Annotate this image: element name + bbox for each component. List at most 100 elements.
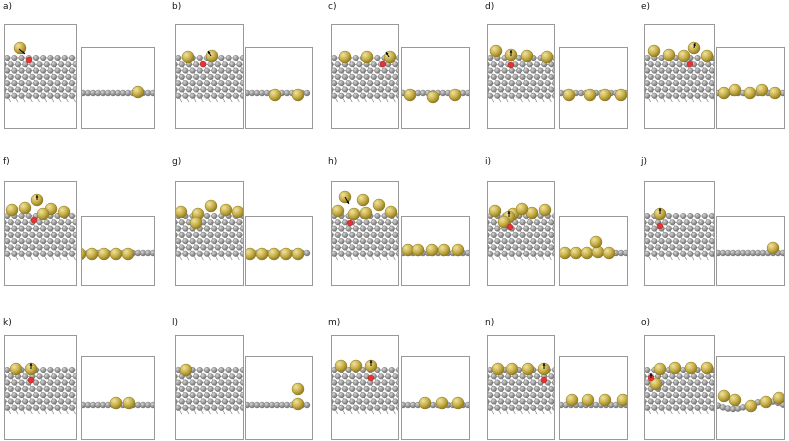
carbon-atom: [229, 219, 236, 226]
carbon-atom: [54, 55, 61, 62]
carbon-atom: [324, 68, 330, 74]
carbon-atom: [637, 68, 643, 74]
carbon-atom: [345, 67, 352, 74]
carbon-atom: [381, 92, 388, 99]
gold-atom: [219, 203, 233, 217]
carbon-atom: [54, 238, 61, 245]
carbon-atom: [534, 385, 541, 392]
carbon-atom: [705, 61, 712, 68]
carbon-atom: [189, 404, 196, 411]
carbon-atom: [196, 379, 203, 386]
carbon-atom: [512, 86, 519, 93]
gold-atom: [332, 204, 345, 218]
carbon-atom: [22, 398, 29, 405]
carbon-atom: [200, 73, 207, 80]
gold-atom: [13, 41, 27, 55]
bond: [555, 229, 559, 235]
carbon-atom: [225, 92, 232, 99]
carbon-atom: [637, 226, 643, 232]
carbon-atom: [51, 61, 58, 68]
carbon-atom: [61, 392, 68, 399]
gold-atom: [189, 216, 203, 230]
dopant-atom: [507, 61, 515, 69]
carbon-atom: [658, 392, 665, 399]
carbon-atom: [200, 86, 207, 93]
carbon-atom: [374, 404, 381, 411]
carbon-atom: [229, 73, 236, 80]
carbon-atom: [54, 250, 61, 257]
carbon-atom: [61, 367, 68, 374]
top-view: [332, 190, 398, 261]
gold-atom: [57, 205, 71, 219]
carbon-atom: [51, 398, 58, 405]
carbon-atom: [687, 392, 694, 399]
carbon-atom: [0, 80, 3, 86]
gold-atom: [743, 86, 757, 100]
gold-atom: [109, 396, 123, 410]
carbon-atom: [168, 93, 174, 99]
carbon-atom: [240, 55, 243, 61]
bond: [171, 71, 175, 77]
carbon-atom: [673, 92, 680, 99]
carbon-atom: [240, 80, 243, 87]
side-view: [717, 241, 784, 257]
carbon-atom: [178, 61, 185, 68]
carbon-atom: [43, 231, 50, 238]
carbon-atom: [211, 225, 218, 232]
carbon-atom: [516, 92, 523, 99]
carbon-atom: [214, 73, 221, 80]
carbon-atom: [645, 61, 647, 67]
carbon-atom: [211, 392, 218, 399]
carbon-atom: [232, 367, 239, 374]
carbon-atom: [25, 392, 32, 399]
carbon-atom: [14, 61, 21, 68]
carbon-atom: [537, 238, 544, 245]
carbon-atom: [370, 73, 377, 80]
carbon-atom: [637, 80, 643, 86]
carbon-atom: [232, 80, 239, 87]
gold-atom: [649, 377, 663, 391]
bond: [483, 408, 487, 414]
carbon-atom: [662, 86, 669, 93]
carbon-atom: [480, 392, 486, 398]
carbon-atom: [683, 373, 690, 380]
carbon-atom: [651, 92, 658, 99]
top-view: [637, 207, 714, 261]
moment-arrow-head: [542, 363, 546, 366]
carbon-atom: [705, 385, 712, 392]
gold-atom: [581, 393, 595, 407]
carbon-atom: [709, 379, 714, 386]
carbon-atom: [225, 367, 232, 374]
carbon-atom: [5, 74, 7, 80]
carbon-atom: [367, 238, 374, 245]
carbon-atom: [40, 55, 47, 62]
carbon-atom: [698, 373, 705, 380]
carbon-atom: [342, 86, 349, 93]
carbon-atom: [370, 398, 377, 405]
bond: [0, 96, 4, 102]
carbon-atom: [392, 73, 398, 80]
carbon-atom: [18, 92, 25, 99]
carbon-atom: [168, 392, 174, 398]
carbon-atom: [168, 80, 174, 86]
carbon-atom: [530, 225, 537, 232]
carbon-atom: [381, 392, 388, 399]
carbon-atom: [647, 86, 654, 93]
carbon-atom: [548, 231, 554, 238]
carbon-atom: [544, 238, 551, 245]
carbon-atom: [349, 373, 356, 380]
carbon-atom: [712, 373, 714, 379]
carbon-atom: [519, 373, 526, 380]
carbon-atom: [655, 73, 662, 80]
carbon-atom: [51, 86, 58, 93]
side-view-frame: [245, 216, 313, 286]
carbon-atom: [534, 244, 541, 251]
carbon-atom: [25, 92, 32, 99]
bond: [640, 395, 644, 401]
carbon-atom: [22, 231, 29, 238]
top-view: [5, 362, 76, 415]
carbon-atom: [665, 225, 672, 232]
carbon-atom: [501, 67, 508, 74]
gold-atom: [766, 241, 780, 255]
carbon-atom: [349, 398, 356, 405]
